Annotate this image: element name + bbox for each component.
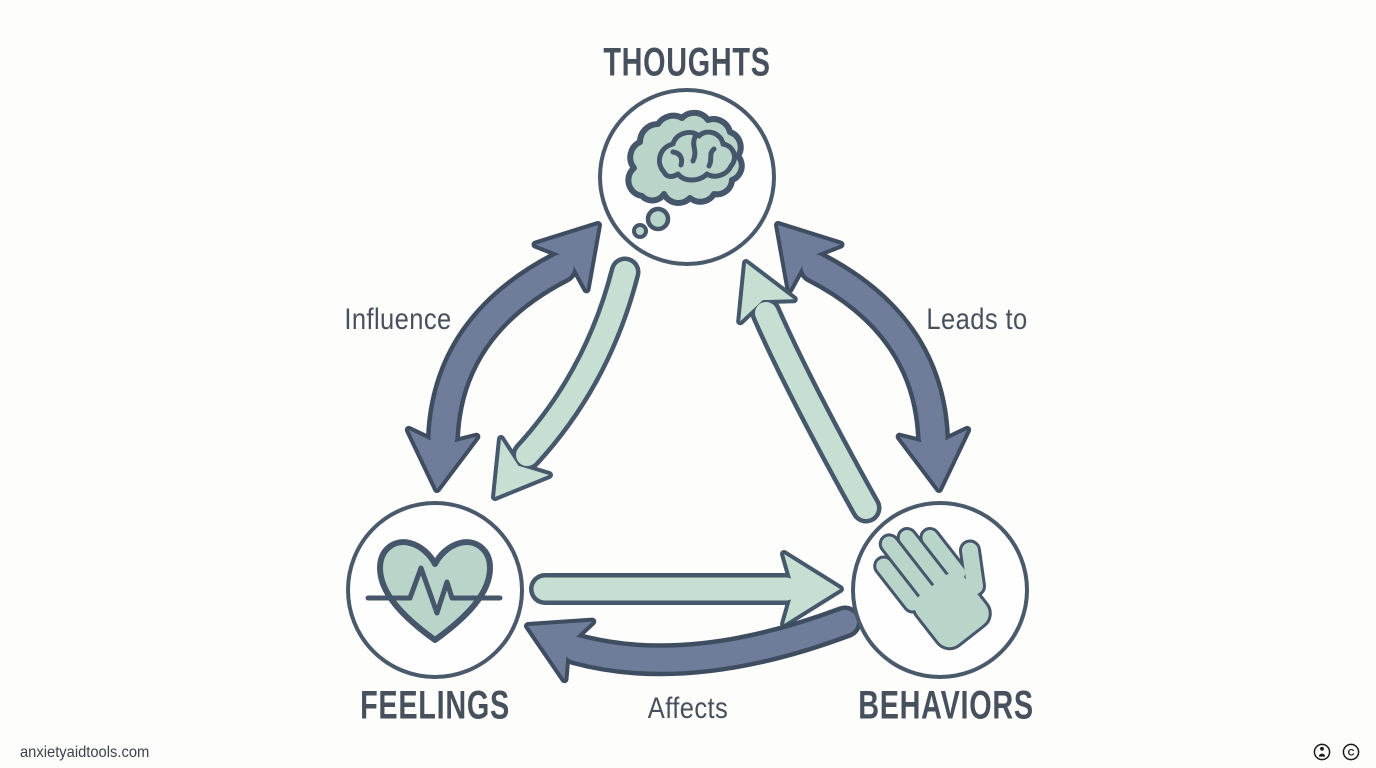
edge-label-influence: Influence xyxy=(344,303,452,336)
arrow-behaviors-to-feelings xyxy=(524,605,862,684)
site-watermark: anxietyaidtools.com xyxy=(20,744,150,761)
behaviors-node xyxy=(851,501,1029,679)
arrow-behaviors-to-thoughts xyxy=(736,259,882,524)
feelings-node xyxy=(346,501,524,679)
edge-label-affects: Affects xyxy=(647,692,729,725)
arrow-feelings-to-behaviors xyxy=(529,550,844,628)
footer-badges: C xyxy=(1313,743,1360,761)
svg-text:C: C xyxy=(1348,747,1355,758)
thoughts-node-label: THOUGHTS xyxy=(603,40,771,85)
arrow-thoughts-to-feelings xyxy=(491,256,641,501)
thoughts-node xyxy=(598,88,776,266)
brain-thought-bubble-icon xyxy=(625,109,745,239)
behaviors-node-label: BEHAVIORS xyxy=(858,683,1034,728)
edge-label-leads-to: Leads to xyxy=(926,303,1028,336)
arrow-feelings-thoughts xyxy=(404,221,602,493)
attribution-icon xyxy=(1313,743,1331,761)
feelings-node-label: FEELINGS xyxy=(360,683,510,728)
heart-heartbeat-icon xyxy=(365,539,503,643)
copyright-icon: C xyxy=(1342,743,1360,761)
arrow-thoughts-behaviors xyxy=(774,221,972,493)
hand-icon xyxy=(873,526,992,651)
